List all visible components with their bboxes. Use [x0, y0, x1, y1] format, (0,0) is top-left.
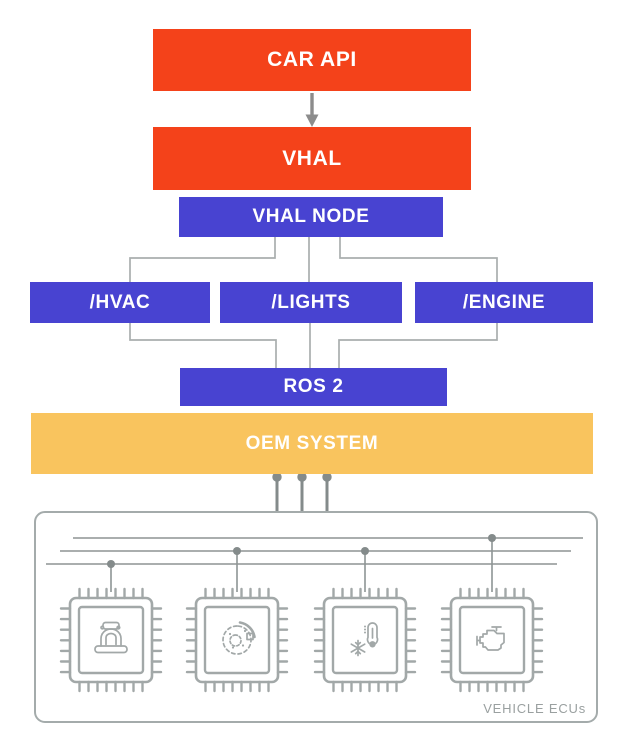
ecu-chip-1 — [59, 587, 163, 693]
engine-ecu-icon — [476, 626, 505, 651]
node-car-api-label: CAR API — [267, 48, 357, 71]
node-vhal-node-label: VHAL NODE — [252, 206, 370, 227]
node-oem-system: OEM SYSTEM — [31, 413, 593, 474]
climate-ecu-icon — [350, 622, 379, 657]
node-vhal-node: VHAL NODE — [179, 197, 443, 237]
node-topic-lights: /LIGHTS — [220, 282, 402, 323]
seat-ecu-icon — [94, 621, 128, 654]
node-vhal-label: VHAL — [282, 146, 342, 170]
node-ros2-label: ROS 2 — [283, 376, 344, 397]
node-car-api: CAR API — [153, 29, 471, 91]
vehicle-ecus-label: VEHICLE ECUs — [483, 701, 586, 716]
node-topic-hvac: /HVAC — [30, 282, 210, 323]
node-topic-engine: /ENGINE — [415, 282, 593, 323]
node-vhal: VHAL — [153, 127, 471, 190]
ecu-chip-4 — [440, 587, 544, 693]
node-ros2: ROS 2 — [180, 368, 447, 406]
arrow-down-icon — [305, 93, 319, 127]
node-topic-hvac-label: /HVAC — [89, 291, 151, 313]
ecu-chip-3 — [313, 587, 417, 693]
ecu-chip-2 — [185, 587, 289, 693]
vhal-node-to-topics-connectors — [129, 237, 498, 282]
node-topic-engine-label: /ENGINE — [462, 291, 546, 313]
node-topic-lights-label: /LIGHTS — [271, 291, 351, 313]
topics-to-ros2-connectors — [129, 323, 498, 368]
bus-to-chip-connectors — [107, 534, 496, 592]
vehicle-ecus-container — [34, 511, 598, 723]
ecu-chips — [59, 587, 544, 693]
node-oem-system-label: OEM SYSTEM — [245, 432, 379, 454]
bus-lines — [46, 537, 583, 565]
brake-ecu-icon — [222, 621, 256, 655]
